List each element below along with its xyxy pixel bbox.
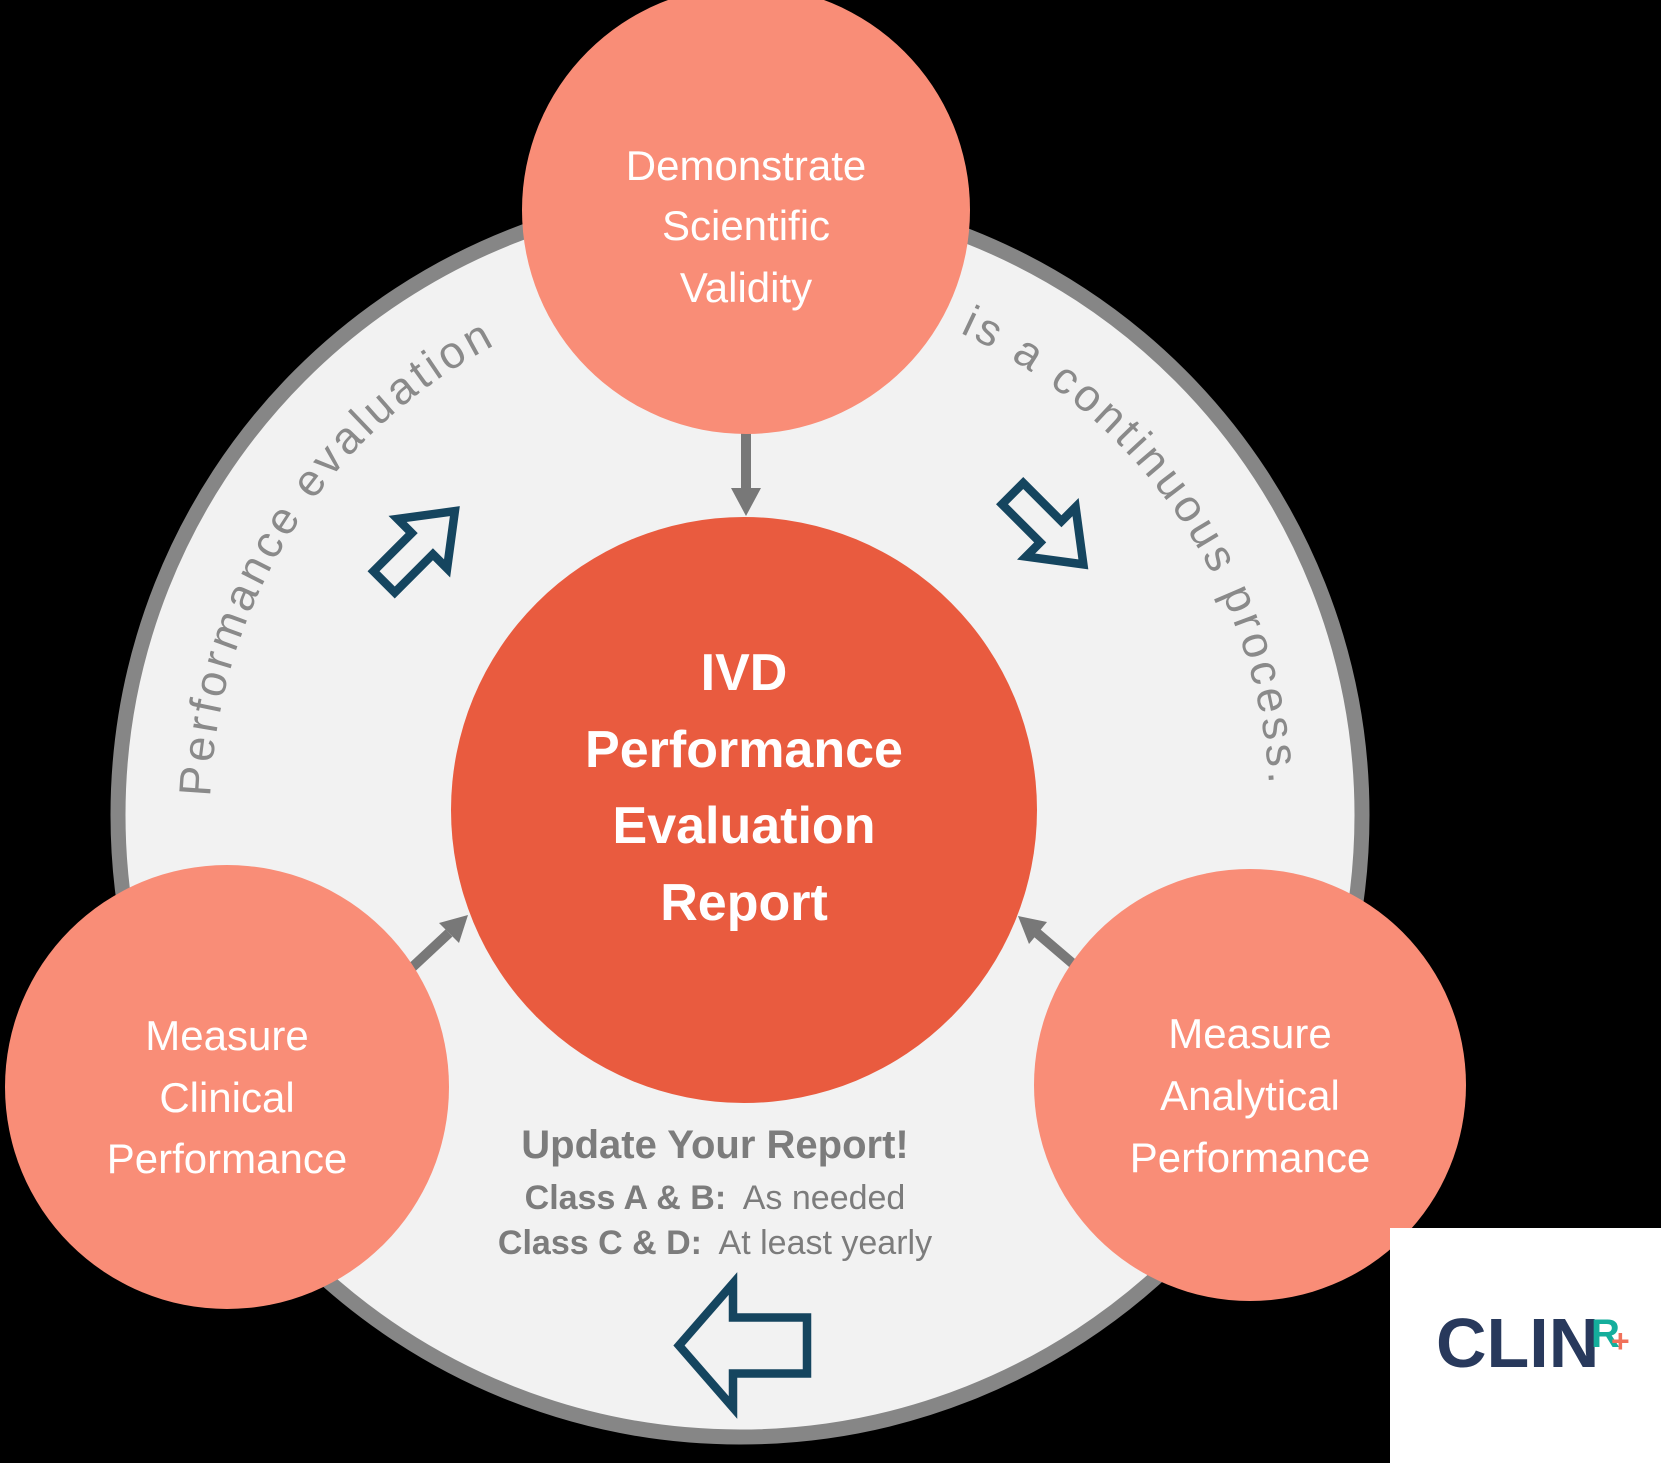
center-circle-line-3: Evaluation [613,797,876,855]
update-note-line-1: Class A & B: As needed [525,1179,906,1217]
center-circle-line-4: Report [660,874,828,932]
center-circle-line-1: IVD [701,644,788,702]
center-circle-line-2: Performance [585,721,903,779]
analytical-performance-line-1: Measure [1168,1010,1331,1057]
update-note-line-2: Class C & D: At least yearly [498,1224,932,1262]
analytical-performance-circle [1034,869,1466,1301]
clinical-performance-line-1: Measure [145,1012,308,1059]
clinical-performance-line-3: Performance [107,1135,347,1182]
clinical-performance-line-2: Clinical [159,1074,294,1121]
analytical-to-center-arrow-head-icon [1018,916,1047,944]
analytical-performance-line-3: Performance [1130,1134,1370,1181]
scientific-validity-line-2: Scientific [662,202,830,249]
scientific-validity-line-3: Validity [680,264,812,311]
clinical-performance-circle [5,865,449,1309]
clinical-to-center-arrow-head-icon [439,915,468,943]
top-to-center-arrow [731,430,761,516]
update-note-line-2-label: Class C & D: [498,1224,702,1262]
logo-plus: + [1611,1323,1630,1359]
update-note-line-1-label: Class A & B: [525,1179,727,1217]
logo-superscript: R [1591,1312,1620,1356]
logo-box [1390,1228,1661,1463]
top-to-center-arrow-head-icon [731,488,761,516]
scientific-validity-line-1: Demonstrate [626,142,866,189]
update-note-line-2-value: At least yearly [719,1224,933,1262]
scientific-validity-circle [522,0,970,434]
logo-wordmark: CLIN [1436,1304,1599,1382]
update-note-line-1-value: As needed [743,1179,906,1217]
update-note-title: Update Your Report! [521,1123,908,1167]
center-circle [451,517,1037,1103]
analytical-performance-line-2: Analytical [1160,1072,1340,1119]
